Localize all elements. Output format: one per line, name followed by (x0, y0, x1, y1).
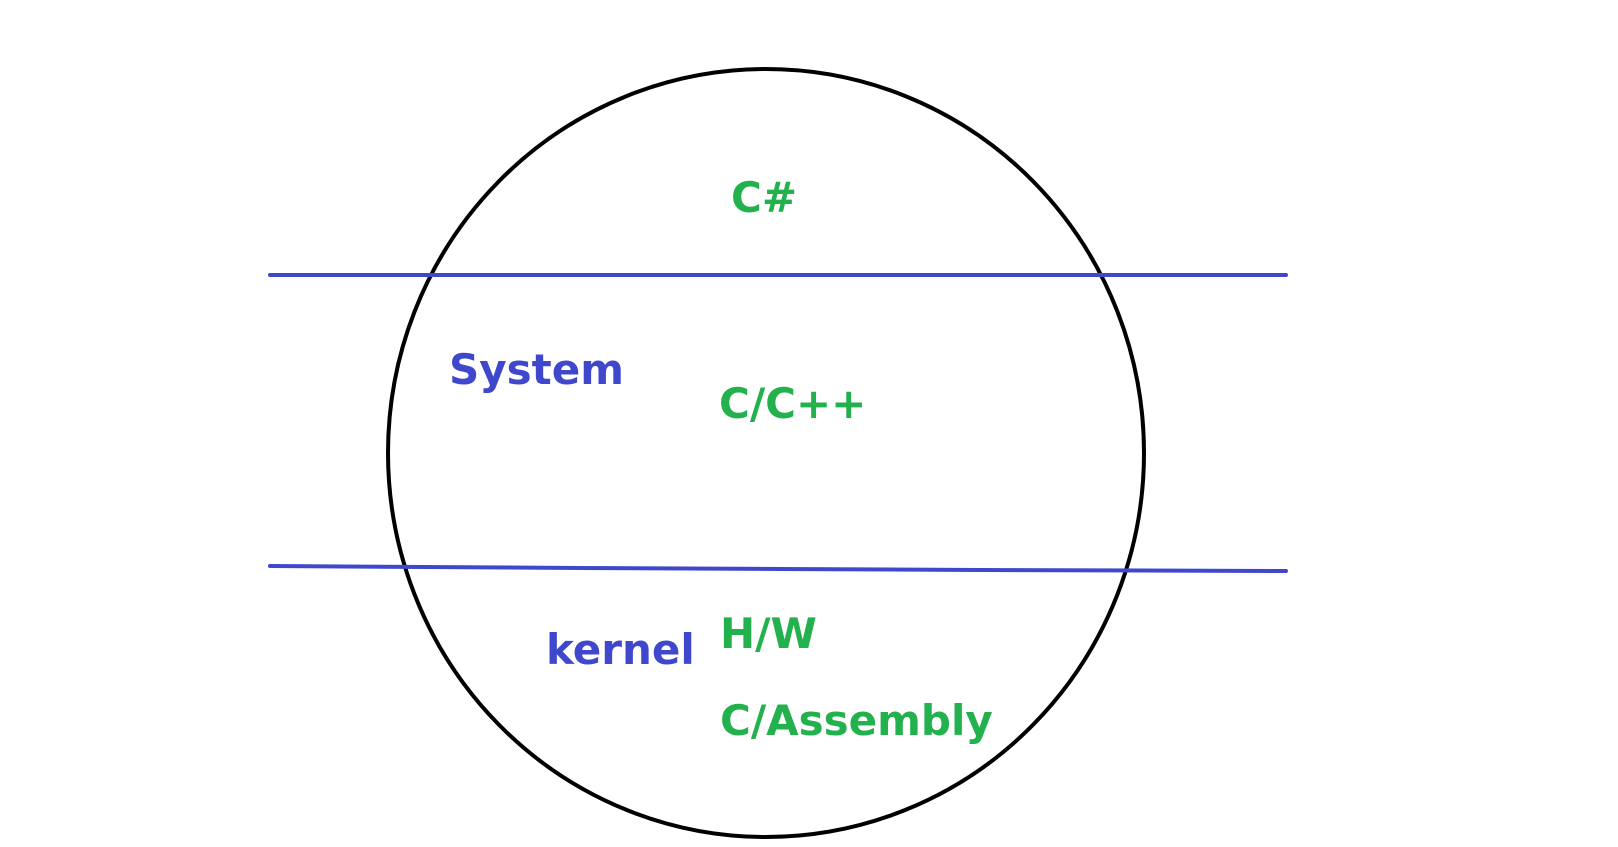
layer-label-kernel: kernel (546, 625, 695, 674)
language-label-c-cpp: C/C++ (719, 379, 866, 428)
layer-label-system: System (449, 345, 624, 394)
language-label-csharp: C# (731, 173, 797, 222)
lower-divider-line (268, 564, 1288, 573)
language-label-hardware: H/W (720, 609, 817, 658)
outer-circle (386, 67, 1146, 839)
language-label-c-assembly: C/Assembly (720, 696, 993, 745)
